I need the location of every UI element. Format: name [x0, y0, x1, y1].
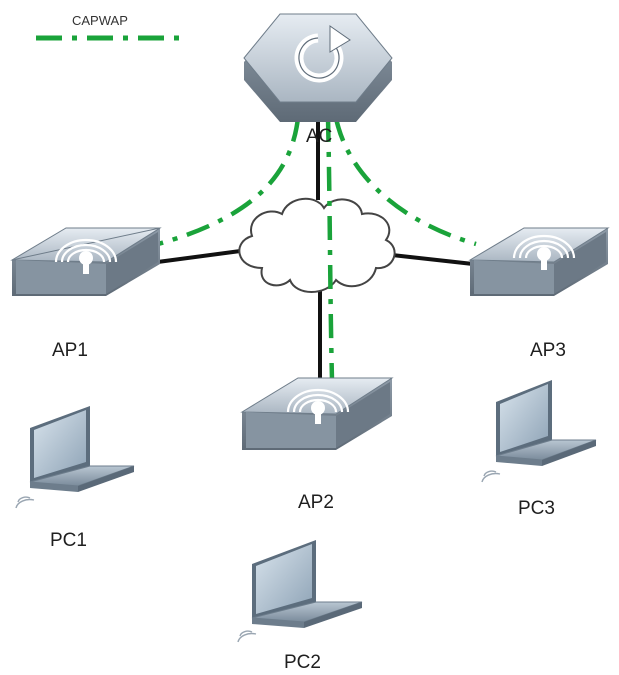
wired-link-ap3-cloud — [391, 253, 483, 267]
cloud-icon — [238, 198, 396, 293]
wired-links — [149, 110, 483, 380]
capwap-tunnel-ap1 — [157, 117, 301, 247]
ap2-node — [240, 377, 394, 450]
pc2-node — [237, 540, 363, 643]
pc3-label: PC3 — [518, 498, 555, 519]
pc3-node — [481, 380, 597, 483]
access-point-icon — [468, 227, 610, 296]
capwap-tunnel-ap2 — [325, 117, 335, 381]
capwap-tunnels — [157, 117, 477, 381]
legend-label: CAPWAP — [72, 13, 128, 28]
ac-label: AC — [306, 126, 332, 147]
wireless-controller-icon — [243, 13, 393, 122]
ap2-label: AP2 — [298, 492, 334, 513]
ac-node: AC — [243, 13, 393, 147]
ap3-label: AP3 — [530, 340, 566, 361]
laptop-icon — [237, 540, 363, 643]
ap1-label: AP1 — [52, 340, 88, 361]
ap1-node — [10, 227, 162, 296]
access-point-icon — [10, 227, 162, 296]
laptop-icon — [481, 380, 597, 483]
capwap-tunnel-ap3 — [333, 117, 477, 247]
pc1-node — [15, 406, 135, 509]
pc1-label: PC1 — [50, 530, 87, 551]
laptop-icon — [15, 406, 135, 509]
pc2-label: PC2 — [284, 652, 321, 673]
wired-link-ap1-cloud — [149, 248, 249, 265]
ap3-node — [468, 227, 610, 296]
access-point-icon — [240, 377, 394, 450]
legend: CAPWAP — [36, 13, 186, 41]
